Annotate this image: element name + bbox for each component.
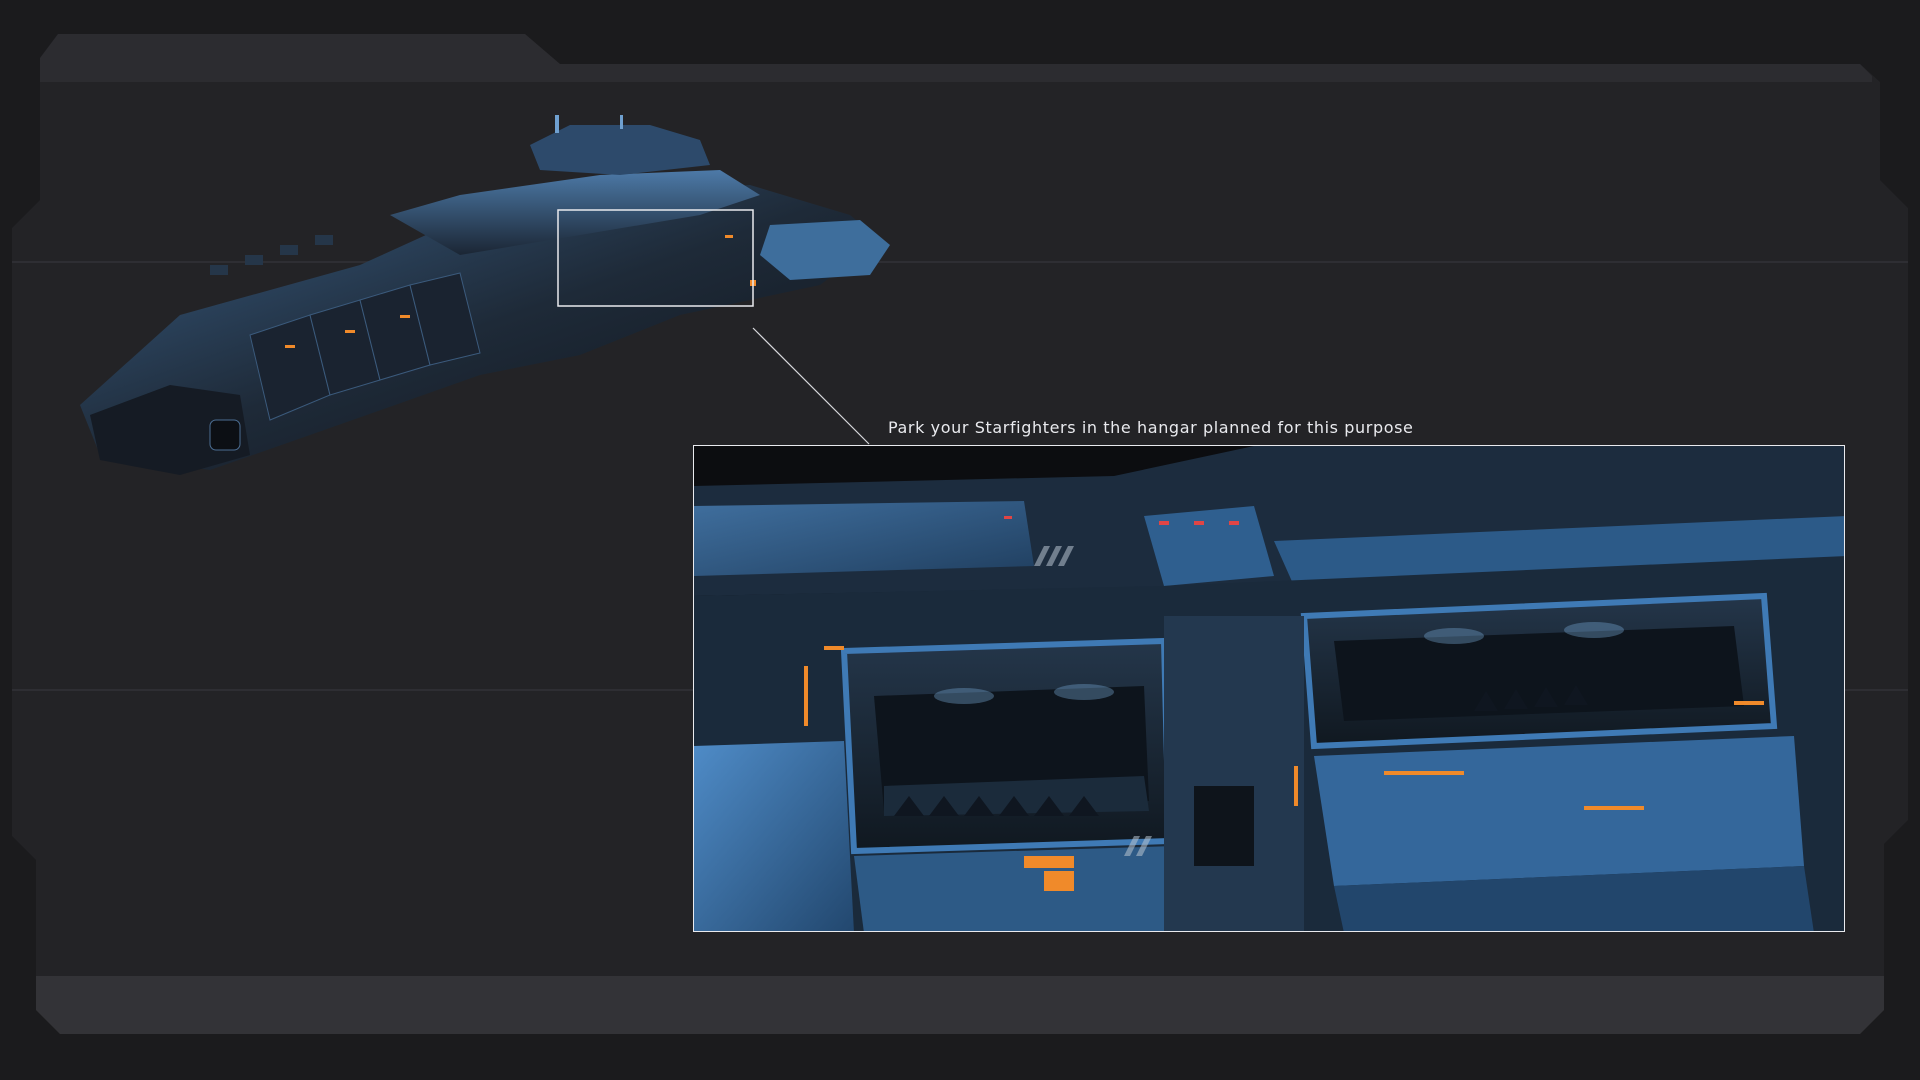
bottom-band [36, 976, 1884, 1034]
starship-overview-image [80, 115, 890, 475]
hangar-render [694, 446, 1844, 931]
hangar-detail-image [693, 445, 1845, 932]
hangar-highlight-box [557, 209, 754, 307]
top-tab-band [40, 34, 1872, 82]
hangar-caption: Park your Starfighters in the hangar pla… [888, 418, 1414, 437]
